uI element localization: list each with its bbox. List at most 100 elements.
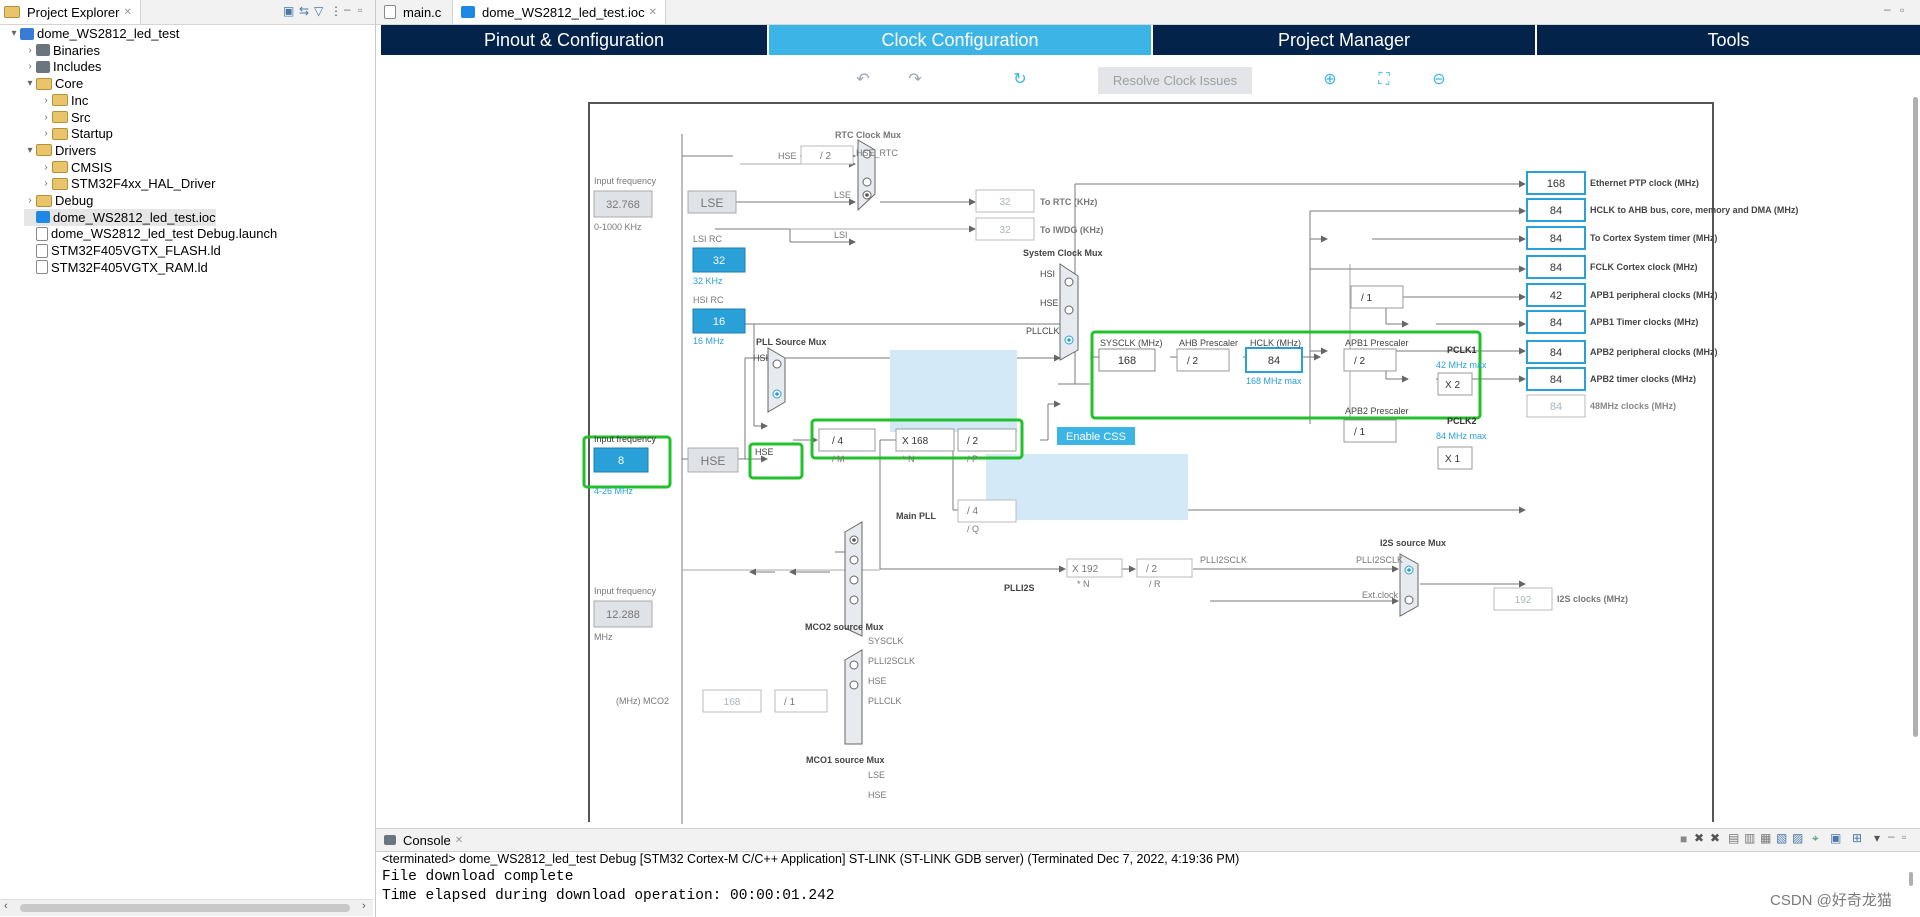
redo-icon[interactable]: ↷ (908, 71, 922, 88)
tab-clock-configuration[interactable]: Clock Configuration (769, 25, 1151, 55)
chevron-right-icon[interactable]: › (44, 178, 48, 190)
sysclk-label: SYSCLK (MHz) (1100, 338, 1163, 348)
tree-item[interactable]: ▾dome_WS2812_led_test (8, 25, 179, 42)
zoom-out-icon[interactable]: ⊖ (1432, 71, 1446, 88)
tree-item[interactable]: ›Inc (40, 92, 88, 109)
pll-m-divider[interactable] (818, 428, 876, 452)
tree-item[interactable]: ›Startup (40, 125, 113, 142)
chevron-right-icon[interactable]: › (44, 111, 48, 123)
plli2s-r-divider[interactable] (1136, 558, 1193, 578)
chevron-right-icon[interactable]: › (44, 161, 48, 173)
tree-item[interactable]: ›STM32F4xx_HAL_Driver (40, 175, 215, 192)
pll-n-multiplier[interactable] (895, 428, 955, 452)
chevron-down-icon[interactable]: ▾ (27, 144, 33, 156)
close-icon[interactable]: ✕ (123, 6, 132, 18)
mco2-divider[interactable] (774, 689, 828, 713)
clear-console-icon[interactable]: ▤ (1728, 831, 1740, 845)
pll-source-mux[interactable] (767, 347, 786, 413)
resolve-clock-issues-button[interactable]: Resolve Clock Issues (1098, 67, 1252, 94)
close-icon[interactable]: ✕ (648, 6, 657, 18)
i2s-source-mux[interactable] (1399, 553, 1419, 617)
editor-tab-ioc[interactable]: dome_WS2812_led_test.ioc ✕ (452, 0, 666, 24)
chevron-right-icon[interactable]: › (28, 61, 32, 73)
mco1-source-mux[interactable] (844, 649, 863, 745)
tree-item[interactable]: dome_WS2812_led_test Debug.launch (24, 225, 277, 242)
tree-item[interactable]: ▾Drivers (24, 142, 96, 159)
show-on-output-icon[interactable]: ▧ (1776, 831, 1788, 845)
i2s-ext-input-box[interactable] (593, 600, 653, 628)
plli2s-n-multiplier[interactable] (1066, 558, 1123, 578)
scroll-left-icon[interactable]: ‹ (4, 900, 8, 912)
main-pll-area (890, 350, 1017, 432)
ahb-prescaler[interactable] (1176, 348, 1230, 372)
terminate-icon[interactable]: ■ (1680, 832, 1688, 846)
chevron-down-icon[interactable]: ▾ (11, 28, 17, 39)
project-explorer-tab[interactable]: Project Explorer ✕ (0, 0, 141, 24)
minimize-icon[interactable]: – (344, 2, 351, 16)
pin-console-icon[interactable]: ⌖ (1812, 831, 1819, 845)
new-console-icon[interactable]: ⊞ (1852, 831, 1863, 845)
pll-q-divider[interactable] (957, 499, 1017, 523)
view-menu-icon[interactable]: ▾ (1874, 831, 1881, 845)
tree-item[interactable]: dome_WS2812_led_test.ioc (24, 208, 216, 226)
filter-icon[interactable]: ▽ (314, 4, 324, 18)
tree-item[interactable]: ›Binaries (24, 42, 100, 59)
chevron-right-icon[interactable]: › (28, 195, 32, 206)
minimize-icon[interactable]: – (1884, 2, 1891, 16)
show-on-error-icon[interactable]: ▨ (1792, 831, 1804, 845)
tree-item[interactable]: STM32F405VGTX_FLASH.ld (24, 242, 221, 259)
remove-launch-icon[interactable]: ✖ (1694, 831, 1705, 845)
chevron-down-icon[interactable]: ▾ (27, 78, 33, 90)
maximize-icon[interactable]: ▫ (358, 3, 363, 17)
rtc-hse-divider[interactable] (800, 145, 854, 165)
rtc-clock-mux[interactable] (857, 139, 876, 212)
tree-item[interactable]: ›Src (40, 109, 90, 126)
scrollbar-thumb[interactable] (1909, 872, 1913, 886)
diagram-vertical-scrollbar[interactable] (1911, 97, 1920, 737)
cortex-timer-divider[interactable] (1350, 285, 1404, 309)
chevron-right-icon[interactable]: › (44, 94, 48, 106)
scrollbar-thumb[interactable] (1913, 97, 1918, 737)
console-scrollbar[interactable] (1906, 870, 1916, 910)
undo-icon[interactable]: ↶ (856, 71, 870, 88)
collapse-all-icon[interactable]: ▣ (283, 4, 295, 18)
maximize-icon[interactable]: ▫ (1900, 3, 1905, 17)
enable-css-button[interactable] (1057, 427, 1135, 445)
chevron-right-icon[interactable]: › (44, 128, 48, 140)
minimize-icon[interactable]: – (1888, 829, 1895, 843)
close-icon[interactable]: ✕ (454, 834, 464, 846)
zoom-in-icon[interactable]: ⊕ (1323, 71, 1337, 88)
lse-input-box[interactable] (593, 190, 653, 218)
tree-item[interactable]: ›Includes (24, 58, 101, 75)
tab-project-manager[interactable]: Project Manager (1153, 25, 1535, 55)
link-editor-icon[interactable]: ⇆ (299, 4, 310, 18)
horizontal-scrollbar[interactable]: ‹ › (0, 899, 373, 916)
hclk-input[interactable] (1245, 347, 1303, 373)
sysclk-value: 168 (1118, 355, 1136, 367)
chevron-right-icon[interactable]: › (28, 44, 32, 56)
scroll-right-icon[interactable]: › (362, 900, 366, 912)
refresh-icon[interactable]: ↻ (1013, 71, 1027, 88)
apb2-prescaler[interactable] (1343, 419, 1397, 443)
console-tab[interactable]: Console ✕ (384, 829, 463, 851)
tab-pinout-configuration[interactable]: Pinout & Configuration (381, 25, 767, 55)
tree-item[interactable]: ›Debug (24, 192, 93, 209)
tab-tools[interactable]: Tools (1537, 25, 1920, 55)
hse-input-box[interactable] (593, 447, 649, 473)
scrollbar-thumb[interactable] (20, 904, 350, 912)
editor-tab-main-c[interactable]: main.c (376, 0, 449, 24)
tree-item[interactable]: ▾Core (24, 75, 83, 92)
fit-icon[interactable]: ⛶ (1378, 71, 1390, 88)
tree-item[interactable]: STM32F405VGTX_RAM.ld (24, 259, 208, 276)
apb1-prescaler[interactable] (1343, 348, 1397, 372)
scroll-lock-icon[interactable]: ▥ (1744, 831, 1756, 845)
display-console-icon[interactable]: ▣ (1830, 831, 1842, 845)
maximize-icon[interactable]: ▫ (1902, 830, 1907, 844)
mux-hsi-label: HSI (1040, 269, 1055, 279)
pll-p-divider[interactable] (957, 428, 1017, 452)
rtc-output-box (975, 189, 1035, 213)
view-menu-icon[interactable]: ⋮ (330, 4, 342, 18)
tree-item[interactable]: ›CMSIS (40, 159, 112, 176)
word-wrap-icon[interactable]: ▦ (1760, 831, 1772, 845)
remove-all-icon[interactable]: ✖ (1710, 831, 1721, 845)
